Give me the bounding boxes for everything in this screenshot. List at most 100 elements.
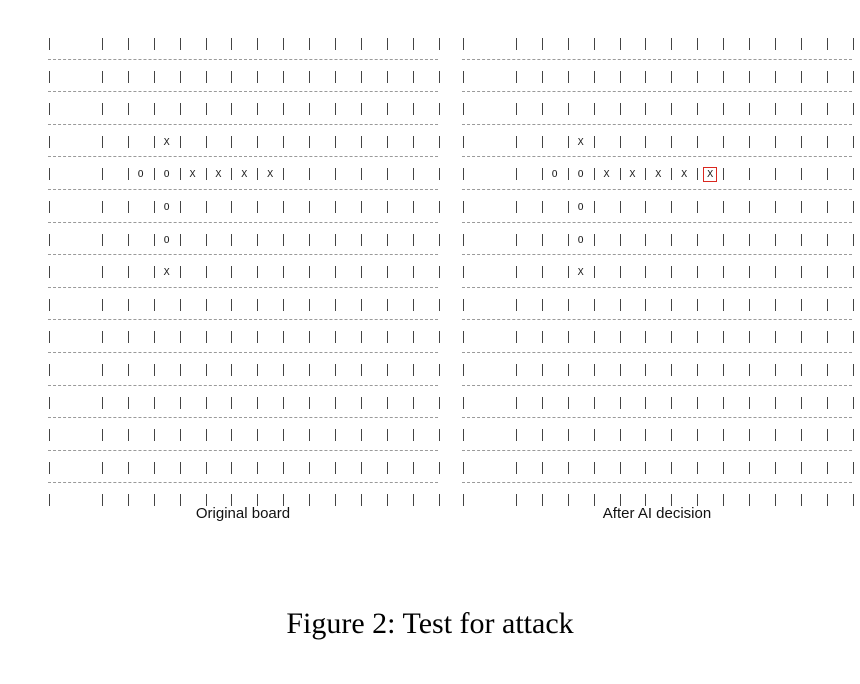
board-cell <box>671 69 699 87</box>
cell-separator <box>309 168 311 181</box>
cell-separator <box>671 364 673 376</box>
board-row-divider <box>48 286 438 288</box>
board-cell <box>76 134 103 152</box>
board-cell <box>463 427 490 445</box>
cell-separator <box>567 135 569 148</box>
board-cell <box>542 69 569 87</box>
cell-separator <box>463 266 464 279</box>
board-cell <box>490 134 517 152</box>
board-cell <box>154 427 181 445</box>
cell-separator <box>127 103 129 116</box>
board-row-divider <box>48 384 438 386</box>
cell-separator <box>852 494 854 507</box>
board-row-end <box>438 460 440 478</box>
board-cell <box>128 427 155 445</box>
cell-separator <box>541 364 543 376</box>
board-cell <box>387 297 414 315</box>
board-cell <box>231 492 259 510</box>
cell-separator <box>567 233 569 246</box>
board-cell <box>516 36 543 54</box>
board-cell <box>180 329 207 347</box>
cell-separator <box>438 266 440 279</box>
cell-separator <box>826 461 828 474</box>
cell-separator <box>619 38 621 50</box>
cell-separator <box>231 233 233 246</box>
cell-separator <box>567 298 569 311</box>
cell-separator <box>283 38 285 50</box>
cell-separator <box>515 331 517 344</box>
cell-separator <box>463 70 464 83</box>
cell-separator <box>515 364 517 376</box>
board-cell <box>490 460 517 478</box>
cell-separator <box>774 331 776 344</box>
cell-separator <box>257 429 259 442</box>
board-cell <box>76 199 103 217</box>
board-cell <box>749 427 776 445</box>
cell-separator <box>179 266 181 279</box>
board-cell <box>205 36 233 54</box>
cell-separator <box>593 364 595 376</box>
board-cell <box>361 166 388 184</box>
cell-separator <box>826 103 828 116</box>
board-row-divider <box>462 123 852 125</box>
board-cell <box>102 134 129 152</box>
board-cell <box>154 297 181 315</box>
cell-separator <box>671 396 673 409</box>
board-cell <box>723 395 750 413</box>
cell-separator <box>800 103 802 116</box>
board-cell <box>205 297 233 315</box>
board-cell <box>671 492 699 510</box>
board-cell <box>749 134 776 152</box>
board-cell <box>49 460 76 478</box>
cell-separator <box>852 135 854 148</box>
cell-separator <box>723 429 725 442</box>
board-cell <box>154 329 181 347</box>
board-cell <box>335 199 362 217</box>
cell-separator <box>49 331 50 344</box>
board-cell <box>102 329 129 347</box>
cell-separator <box>153 298 155 311</box>
cell-separator <box>723 461 725 474</box>
cell-separator <box>101 168 103 181</box>
cell-separator <box>697 201 699 213</box>
cell-separator <box>541 266 543 279</box>
cell-separator <box>749 396 750 409</box>
board-row-end <box>852 427 854 445</box>
cell-separator <box>412 38 414 50</box>
board-cell <box>49 134 76 152</box>
board-cell <box>49 166 76 184</box>
board-cell <box>361 36 388 54</box>
board-cell <box>697 232 725 250</box>
cell-separator <box>412 135 414 148</box>
board-cell <box>231 134 259 152</box>
board-cell <box>645 36 673 54</box>
board-row-divider <box>462 449 852 451</box>
board-cell <box>490 395 517 413</box>
board-cell <box>801 460 828 478</box>
cell-separator <box>826 201 828 213</box>
board-cell <box>749 69 776 87</box>
board-cell <box>463 232 490 250</box>
cell-separator <box>335 168 336 181</box>
cell-separator <box>386 298 388 311</box>
board-cell <box>671 395 699 413</box>
board-cell <box>231 232 259 250</box>
board-cell <box>463 36 490 54</box>
cell-separator <box>101 429 103 442</box>
cell-separator <box>541 331 543 344</box>
cell-separator <box>800 331 802 344</box>
cell-separator <box>49 70 50 83</box>
board-cell <box>723 232 750 250</box>
board-cell <box>180 460 207 478</box>
cell-separator <box>205 38 207 50</box>
cell-separator <box>179 396 181 409</box>
board-cell <box>335 166 362 184</box>
board-cell <box>749 101 776 119</box>
cell-mark: O <box>577 202 584 213</box>
cell-separator <box>49 266 50 279</box>
cell-separator <box>386 494 388 507</box>
board-cell <box>723 297 750 315</box>
board-cell <box>723 36 750 54</box>
board-cell <box>827 460 854 478</box>
board-cell <box>542 264 569 282</box>
